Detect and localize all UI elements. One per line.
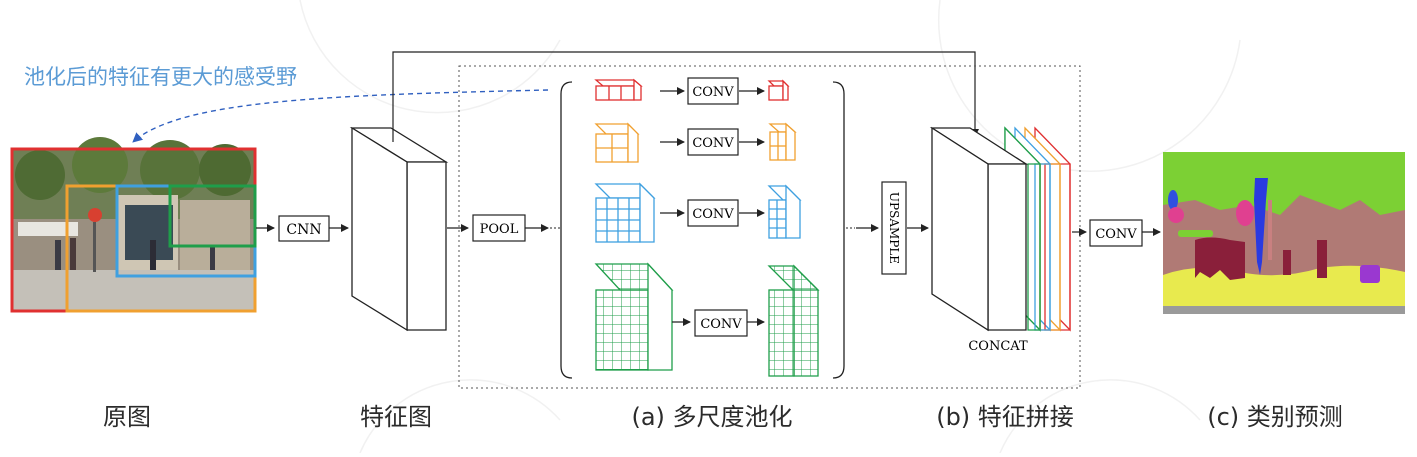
final-conv-label: CONV — [1095, 227, 1137, 242]
conv-box-red — [687, 77, 739, 105]
green-scale-box — [168, 184, 257, 248]
skip-connection-arrow — [392, 51, 979, 142]
right-bracket — [832, 81, 845, 379]
background-decoration — [299, 0, 1241, 454]
conv-label-red: CONV — [692, 85, 734, 100]
left-bracket — [560, 81, 573, 379]
original-image — [12, 137, 255, 311]
conv-label-green: CONV — [700, 317, 742, 332]
branch-blue: CONV — [594, 182, 802, 243]
caption-feature-map: 特征图 — [360, 403, 432, 431]
cnn-box — [278, 215, 330, 242]
branch-green: CONV — [594, 262, 820, 377]
receptive-field-arrow — [132, 89, 549, 143]
conv-box-blue — [687, 199, 739, 227]
caption-original: 原图 — [103, 403, 151, 431]
conv-box-orange — [687, 128, 739, 156]
branch-red: CONV — [594, 77, 790, 105]
caption-pooling: (a) 多尺度池化 — [631, 403, 792, 431]
upsample-box — [881, 181, 907, 275]
cnn-label: CNN — [286, 222, 321, 238]
segmentation-output — [1163, 152, 1405, 314]
concat-label: CONCAT — [968, 339, 1028, 354]
final-conv-box — [1089, 219, 1143, 247]
conv-label-orange: CONV — [692, 136, 734, 151]
caption-prediction: (c) 类别预测 — [1207, 403, 1343, 431]
receptive-field-note: 池化后的特征有更大的感受野 — [24, 65, 297, 89]
pool-box — [472, 214, 526, 242]
pool-label: POOL — [480, 222, 519, 237]
upsample-label: UPSAMPLE — [887, 192, 901, 264]
branch-orange: CONV — [594, 122, 797, 163]
concat-block: CONCAT — [929, 126, 1071, 354]
pooling-module-container — [458, 65, 1081, 389]
conv-box-green — [694, 309, 748, 337]
conv-label-blue: CONV — [692, 207, 734, 222]
caption-concat: (b) 特征拼接 — [936, 403, 1074, 431]
feature-map-block — [349, 126, 449, 332]
